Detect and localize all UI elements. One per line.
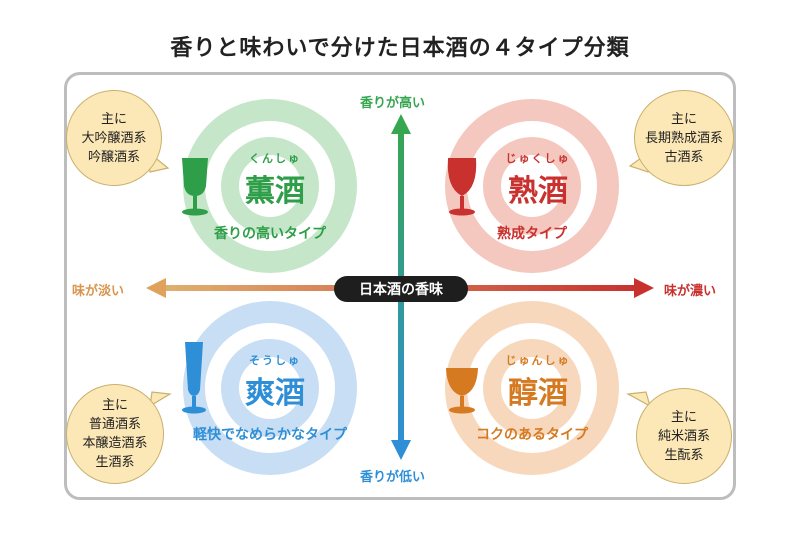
bubble-line: 本醸造酒系 <box>82 436 148 451</box>
bubble-tail-soushu <box>149 391 172 408</box>
kunshu-description: 香りの高いタイプ <box>214 226 326 242</box>
axis-label-bottom: 香りが低い <box>360 470 426 485</box>
arrow-left-icon <box>146 278 166 298</box>
diagram-title: 香りと味わいで分けた日本酒の４タイプ分類 <box>170 36 630 61</box>
arrow-down-icon <box>391 440 411 460</box>
center-label: 日本酒の香味 <box>334 276 468 302</box>
soushu-name: 爽酒 <box>245 376 305 411</box>
sake-glass-icon <box>446 368 478 414</box>
soushu-examples-bubble: 主に 普通酒系 本醸造酒系 生酒系 <box>66 384 164 484</box>
axis-label-right: 味が濃い <box>664 284 717 299</box>
soushu-reading: そうしゅ <box>249 354 301 367</box>
bubble-line: 吟醸酒系 <box>87 149 140 165</box>
bubble-line: 純米酒系 <box>657 428 710 444</box>
wine-glass-icon <box>182 158 208 216</box>
junshu-reading: じゅんしゅ <box>505 354 571 367</box>
champagne-flute-icon <box>182 342 206 414</box>
junshu-examples-bubble: 主に 純米酒系 生酛系 <box>636 388 732 484</box>
bubble-line: 主に <box>100 111 127 127</box>
kunshu-reading: くんしゅ <box>249 152 301 165</box>
arrow-right-icon <box>634 278 654 298</box>
bubble-line: 主に <box>670 409 697 425</box>
bubble-line: 大吟醸酒系 <box>81 130 147 146</box>
jukushu-description: 熟成タイプ <box>497 226 567 242</box>
bubble-line: 普通酒系 <box>88 417 141 432</box>
bubble-line: 長期熟成酒系 <box>644 130 723 146</box>
axis-label-left: 味が淡い <box>72 284 125 299</box>
junshu-name: 醇酒 <box>508 376 568 411</box>
jukushu-examples-bubble: 主に 長期熟成酒系 古酒系 <box>634 90 734 186</box>
bubble-tail-junshu <box>626 391 651 408</box>
kunshu-name: 薫酒 <box>245 174 305 209</box>
jukushu-reading: じゅくしゅ <box>505 152 571 165</box>
bubble-line: 生酒系 <box>95 455 135 470</box>
red-wine-glass-icon <box>447 158 477 216</box>
bubble-line: 主に <box>101 398 128 413</box>
bubble-line: 古酒系 <box>664 149 704 165</box>
arrow-up-icon <box>391 114 411 134</box>
kunshu-examples-bubble: 主に 大吟醸酒系 吟醸酒系 <box>66 90 162 186</box>
axis-label-top: 香りが高い <box>360 96 426 111</box>
jukushu-name: 熟酒 <box>508 174 568 209</box>
bubble-line: 主に <box>670 111 697 127</box>
soushu-description: 軽快でなめらかなタイプ <box>193 427 347 443</box>
junshu-description: コクのあるタイプ <box>476 427 588 443</box>
bubble-line: 生酛系 <box>664 447 704 463</box>
